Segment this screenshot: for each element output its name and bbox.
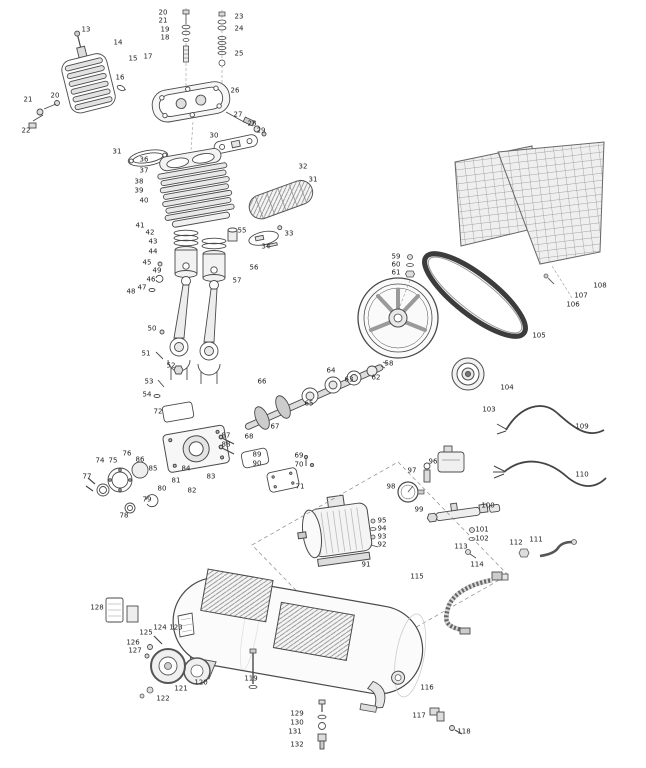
valve-plate: [248, 225, 283, 248]
safety-valve: [423, 462, 431, 483]
pistons: [148, 229, 227, 292]
crankcase-gasket: [161, 401, 195, 423]
outlet-bracket: [213, 134, 258, 154]
air-filter: [61, 30, 116, 114]
flywheel-hardware: [399, 254, 415, 307]
electric-motor: [297, 494, 373, 567]
crankcase: [162, 424, 230, 473]
unloader-parts: [225, 111, 267, 137]
bearing-covers: [85, 461, 159, 514]
cover-bolts: [304, 455, 314, 467]
valve-cup: [227, 227, 238, 242]
outlet-pipe: [518, 539, 577, 558]
axle-bolt: [248, 648, 258, 690]
outlet-hose: [444, 571, 509, 635]
belt-guard-grid: [454, 141, 605, 299]
intake-fittings: [28, 84, 127, 129]
head-bolt-stack: [181, 8, 191, 88]
cylinder-head: [151, 81, 231, 123]
flywheel: [357, 277, 439, 359]
crankcase-bolts: [218, 434, 235, 455]
tank-wheels: [139, 648, 211, 699]
air-tank: [172, 568, 427, 713]
side-cover-plate: [266, 467, 300, 493]
crankshaft: [244, 361, 388, 430]
side-cover-gasket: [240, 447, 270, 469]
outlet-manifold: [426, 502, 501, 523]
pressure-gauge: [397, 481, 425, 503]
motor-pulley: [451, 357, 485, 391]
accessory-parts: [105, 597, 195, 659]
tank-outlet: [429, 707, 463, 735]
rod-hardware: [153, 329, 184, 398]
valve-hardware-stack: [217, 10, 227, 86]
assembly-guide-line: [190, 121, 194, 151]
connecting-rods: [167, 276, 221, 384]
drain-valve: [317, 699, 327, 750]
drive-belt: [422, 251, 528, 339]
manifold-fittings: [465, 527, 477, 559]
pressure-switch: [437, 445, 465, 473]
power-cables: [493, 405, 607, 487]
head-cover: [248, 179, 314, 220]
motor-hardware: [369, 518, 379, 548]
cylinder-block: [157, 147, 235, 228]
